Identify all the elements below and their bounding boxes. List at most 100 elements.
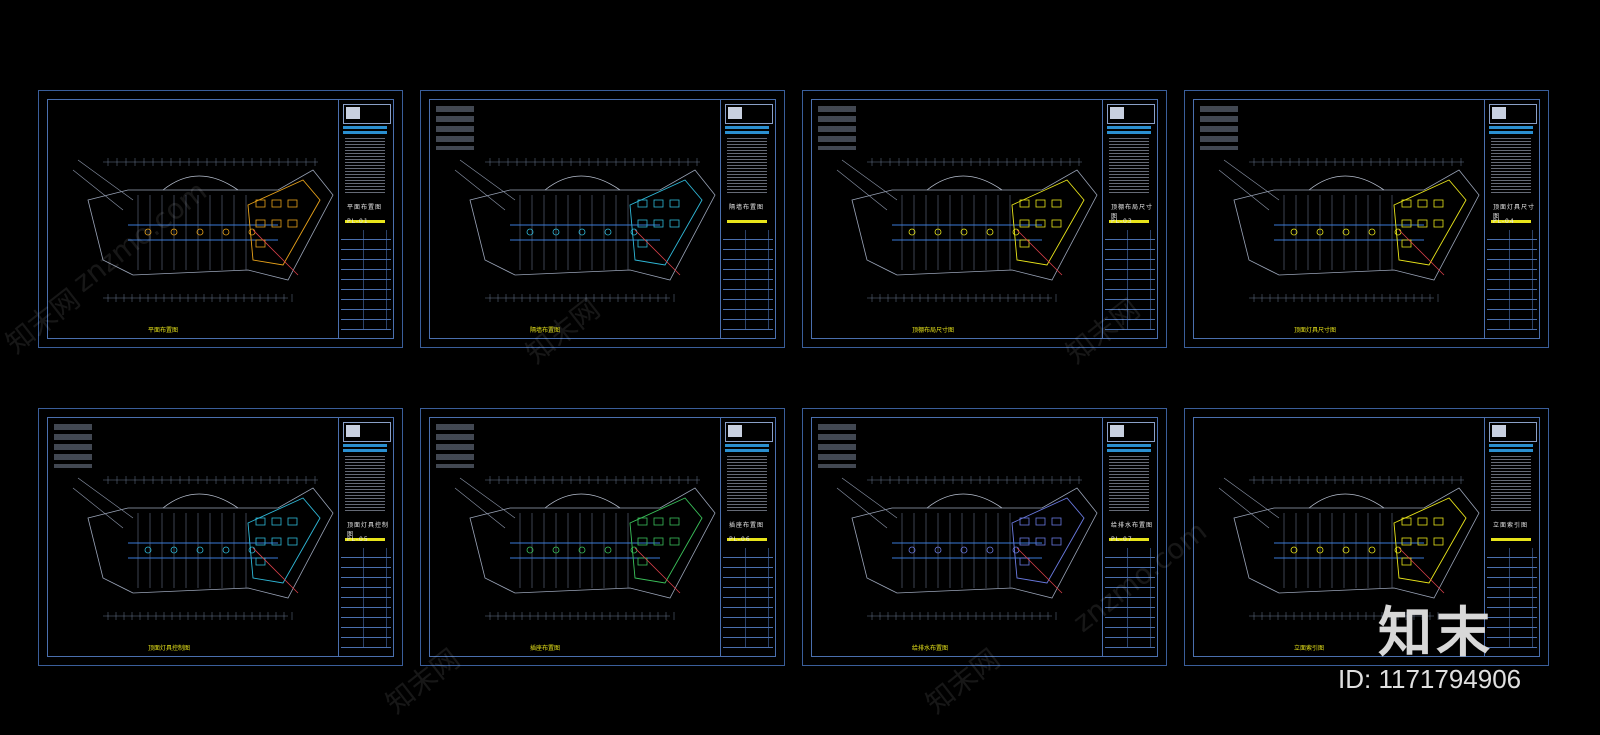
title-block: 平面布置图 PL-01 [338, 100, 393, 338]
sheet-caption: 平面布置图 [148, 327, 179, 334]
title-bar [725, 449, 769, 452]
title-bar [725, 444, 769, 447]
sheet-number: PL-06 [729, 536, 751, 543]
title-bar [1107, 449, 1151, 452]
title-bar [1107, 444, 1151, 447]
sheet-title: 顶棚布局尺寸图 [1111, 204, 1154, 220]
title-bar [343, 131, 387, 134]
highlight-bar [1109, 220, 1149, 223]
title-bar [343, 444, 387, 447]
company-logo [725, 422, 773, 442]
sheet-caption: 顶棚布局尺寸图 [912, 327, 955, 334]
title-block-table [341, 548, 391, 648]
notes-text-block [345, 456, 385, 512]
company-logo [343, 422, 391, 442]
title-bar [1489, 126, 1533, 129]
floor-plan-drawing [836, 158, 1098, 302]
sheet-frame: 隔墙布置图隔墙布置图 [429, 99, 776, 339]
highlight-bar [727, 538, 767, 541]
floor-plan-drawing [1218, 476, 1480, 620]
legend-block [818, 106, 856, 150]
company-logo [1107, 422, 1155, 442]
sheet-title: 平面布置图 [347, 204, 383, 211]
sheet-number: PL-01 [347, 218, 369, 225]
highlight-bar [1491, 220, 1531, 223]
title-bar [343, 449, 387, 452]
company-logo [1489, 104, 1537, 124]
sheet-title: 插座布置图 [729, 522, 765, 529]
sheet-title: 立面索引图 [1493, 522, 1529, 529]
sheet-title: 顶面灯具控制图 [347, 522, 390, 538]
title-bar [343, 126, 387, 129]
highlight-bar [1491, 538, 1531, 541]
notes-text-block [1109, 138, 1149, 194]
highlight-bar [727, 220, 767, 223]
legend-block [436, 106, 474, 150]
title-bar [1107, 131, 1151, 134]
title-block: 隔墙布置图 [720, 100, 775, 338]
drawing-sheet: 平面布置图 PL-01 平面布置图 [38, 90, 403, 348]
highlight-bar [345, 538, 385, 541]
title-block: 插座布置图 PL-06 [720, 418, 775, 656]
sheet-number: PL-05 [347, 536, 369, 543]
sheet-number: PL-04 [1493, 218, 1515, 225]
notes-text-block [1109, 456, 1149, 512]
legend-block [54, 424, 92, 468]
drawing-sheet: 立面索引图立面索引图 [1184, 408, 1549, 666]
title-block-table [723, 230, 773, 330]
floor-plan-drawing [836, 476, 1098, 620]
floor-plan-drawing [454, 158, 716, 302]
highlight-bar [1109, 538, 1149, 541]
legend-block [436, 424, 474, 468]
title-block-table [1487, 230, 1537, 330]
title-bar [1489, 449, 1533, 452]
title-block-table [1105, 548, 1155, 648]
title-bar [1489, 444, 1533, 447]
floor-plan-drawing [454, 476, 716, 620]
title-bar [1489, 131, 1533, 134]
image-id-label: ID: 1171794906 [1338, 664, 1522, 694]
floor-plan-drawing [72, 476, 334, 620]
drawing-sheet: 隔墙布置图隔墙布置图 [420, 90, 785, 348]
sheet-caption: 给排水布置图 [912, 645, 949, 652]
sheet-title: 隔墙布置图 [729, 204, 765, 211]
sheet-frame: 平面布置图 PL-01 平面布置图 [47, 99, 394, 339]
company-logo [1489, 422, 1537, 442]
sheet-number: PL-03 [1111, 218, 1133, 225]
title-block-table [1105, 230, 1155, 330]
notes-text-block [1491, 456, 1531, 512]
brand-watermark-logo: 知末 [1378, 601, 1494, 664]
sheet-title: 顶面灯具尺寸图 [1493, 204, 1536, 220]
notes-text-block [345, 138, 385, 194]
title-block-table [723, 548, 773, 648]
sheet-caption: 隔墙布置图 [530, 327, 561, 334]
sheet-caption: 顶面灯具尺寸图 [1294, 327, 1337, 334]
floor-plan-drawing [1218, 158, 1480, 302]
highlight-bar [345, 220, 385, 223]
legend-block [818, 424, 856, 468]
sheet-caption: 顶面灯具控制图 [148, 645, 191, 652]
title-bar [725, 126, 769, 129]
notes-text-block [1491, 138, 1531, 194]
floor-plan-drawing [72, 158, 334, 302]
company-logo [1107, 104, 1155, 124]
sheet-caption: 插座布置图 [530, 645, 561, 652]
title-block-table [341, 230, 391, 330]
title-block-table [1487, 548, 1537, 648]
legend-block [1200, 106, 1238, 150]
company-logo [725, 104, 773, 124]
drawing-sheet: 插座布置图 PL-06 插座布置图 [420, 408, 785, 666]
title-bar [1107, 126, 1151, 129]
sheet-frame: 插座布置图 PL-06 插座布置图 [429, 417, 776, 657]
